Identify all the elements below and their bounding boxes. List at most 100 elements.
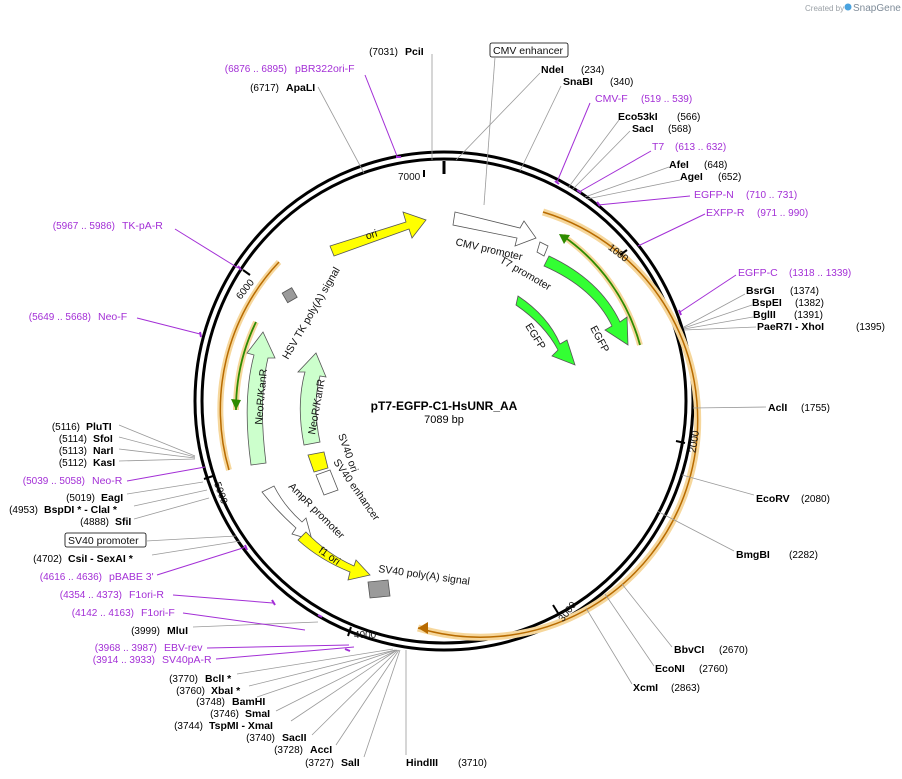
site-mluI-name: MluI xyxy=(167,625,188,637)
plasmid-name: pT7-EGFP-C1-HsUNR_AA xyxy=(371,399,518,413)
site-clai-pos: (4953) xyxy=(9,505,38,516)
primer-tk-pa-r-name: TK-pA-R xyxy=(122,220,163,232)
site-ecoNI-name: EcoNI xyxy=(655,663,685,675)
site-sfoI-name: SfoI xyxy=(93,433,113,445)
primer-ebv-rev-name: EBV-rev xyxy=(164,642,203,654)
sv40-enhancer-box xyxy=(315,469,339,496)
primer-marks xyxy=(199,156,682,652)
t7-promoter-arrow xyxy=(536,241,549,257)
site-aclI-name: AclI xyxy=(768,402,787,414)
site-bsrGI-name: BsrGI xyxy=(746,285,775,297)
site-aclI-pos: (1755) xyxy=(801,403,830,414)
sv40-promoter-leader xyxy=(145,535,237,542)
cmv-enhancer-box xyxy=(489,42,569,58)
site-csiI-sexAI-name: CsiI - SexAI * xyxy=(68,553,134,565)
primer-pbabe3-range: (4616 .. 4636) xyxy=(40,572,102,583)
primer-sv40pa-r-name: SV40pA-R xyxy=(162,654,212,666)
site-tspMI-xmaI-name: TspMI - XmaI xyxy=(209,720,273,732)
site-hindIII-name: HindIII xyxy=(406,757,438,769)
site-eco53kI-name: Eco53kI xyxy=(618,111,658,123)
site-sacI-pos: (568) xyxy=(668,124,691,135)
f1-ori-arrow xyxy=(297,531,371,581)
site-sacII-name: SacII xyxy=(282,732,307,744)
site-narI-pos: (5113) xyxy=(59,446,87,457)
site-bspEI-name: BspEI xyxy=(752,297,782,309)
primer-neo-f-range: (5649 .. 5668) xyxy=(29,312,91,323)
orf-arc-egfp xyxy=(562,235,641,346)
primer-cmv-f-name: CMV-F xyxy=(595,93,628,105)
egfp-arrow-outer xyxy=(543,255,629,346)
site-eagI-name: EagI xyxy=(101,492,123,504)
orf-arrowhead-neo xyxy=(231,399,241,410)
site-bclI-name: BclI * xyxy=(205,673,232,685)
primer-neo-r-range: (5039 .. 5058) xyxy=(23,476,85,487)
t7-promoter-label: T7 promoter xyxy=(498,254,554,293)
site-salI-name: SalI xyxy=(341,757,360,769)
tick-marks xyxy=(203,170,686,637)
primer-pbr322ori-f-name: pBR322ori-F xyxy=(295,63,355,75)
site-sfoI-pos: (5114) xyxy=(59,434,87,445)
site-accI-pos: (3728) xyxy=(274,745,303,756)
site-snaBI-pos: (340) xyxy=(610,77,633,88)
site-pluTI-pos: (5116) xyxy=(52,422,80,433)
site-paeR7I-xhoI-name: PaeR7I - XhoI xyxy=(757,321,824,333)
site-bamHI-pos: (3748) xyxy=(196,697,225,708)
cmv-enhancer-leader xyxy=(483,56,496,206)
sv40-ori-box xyxy=(307,451,329,473)
site-eagI-pos: (5019) xyxy=(66,493,95,504)
primer-egfp-c-range: (1318 .. 1339) xyxy=(789,268,851,279)
site-apaLI-pos: (6717) xyxy=(250,83,279,94)
tick-7000: 7000 xyxy=(398,172,421,183)
site-ecoRV-name: EcoRV xyxy=(756,493,790,505)
site-pciI-pos: (7031) xyxy=(369,47,398,58)
site-ageI-name: AgeI xyxy=(680,171,703,183)
primer-ebv-rev-range: (3968 .. 3987) xyxy=(95,643,157,654)
primer-pbabe3-name: pBABE 3' xyxy=(109,571,154,583)
backbone-inner-strand xyxy=(200,157,688,645)
primer-exfp-r-range: (971 .. 990) xyxy=(757,208,808,219)
egfp-arrow-inner xyxy=(515,295,576,366)
plasmid-length: 7089 bp xyxy=(424,414,464,426)
snapgene-logo-icon xyxy=(844,3,852,11)
site-leader-lines xyxy=(118,54,767,758)
site-kasI-pos: (5112) xyxy=(59,458,87,469)
sv40-polya-box xyxy=(367,579,391,599)
sv40-promoter-label: SV40 promoter xyxy=(68,535,139,547)
site-bsrGI-pos: (1374) xyxy=(790,286,819,297)
hsv-tk-polya-box xyxy=(281,287,298,304)
primer-tk-pa-r-range: (5967 .. 5986) xyxy=(53,221,115,232)
site-tspMI-xmaI-pos: (3744) xyxy=(174,721,203,732)
site-clai-name: BspDI * - ClaI * xyxy=(44,504,118,516)
orf-arc-large xyxy=(417,211,699,638)
site-kasI-name: KasI xyxy=(93,457,115,469)
hsv-tk-polya-label: HSV TK poly(A) signal xyxy=(280,265,343,361)
tick-2000: 2000 xyxy=(687,429,702,453)
primer-leader-lines xyxy=(126,74,737,660)
site-sfiI-pos: (4888) xyxy=(80,517,109,528)
neor-kanr-arrow-outer xyxy=(246,331,276,466)
site-bamHI-name: BamHI xyxy=(232,696,265,708)
site-eco53kI-pos: (566) xyxy=(677,112,700,123)
site-ageI-pos: (652) xyxy=(718,172,741,183)
sv40-polya-label: SV40 poly(A) signal xyxy=(378,563,471,588)
credit-prefix: Created by xyxy=(805,4,844,13)
primer-cmv-f-range: (519 .. 539) xyxy=(641,94,692,105)
primer-neo-f-name: Neo-F xyxy=(98,311,127,323)
site-bclI-pos: (3770) xyxy=(169,674,198,685)
site-afeI-name: AfeI xyxy=(669,159,689,171)
site-salI-pos: (3727) xyxy=(305,758,334,769)
site-ecoRV-pos: (2080) xyxy=(801,494,830,505)
primer-sv40pa-r-range: (3914 .. 3933) xyxy=(93,655,155,666)
site-xcmI-name: XcmI xyxy=(633,682,658,694)
site-hindIII-pos: (3710) xyxy=(458,758,487,769)
orf-arrowhead-egfp xyxy=(559,234,570,244)
site-smaI-pos: (3746) xyxy=(210,709,239,720)
primer-f1ori-r-range: (4354 .. 4373) xyxy=(60,590,122,601)
site-afeI-pos: (648) xyxy=(704,160,727,171)
primer-egfp-c-name: EGFP-C xyxy=(738,267,778,279)
orf-arc-left xyxy=(219,261,280,471)
site-sfiI-name: SfiI xyxy=(115,516,131,528)
site-smaI-name: SmaI xyxy=(245,708,270,720)
site-paeR7I-xhoI-pos: (1395) xyxy=(856,322,885,333)
